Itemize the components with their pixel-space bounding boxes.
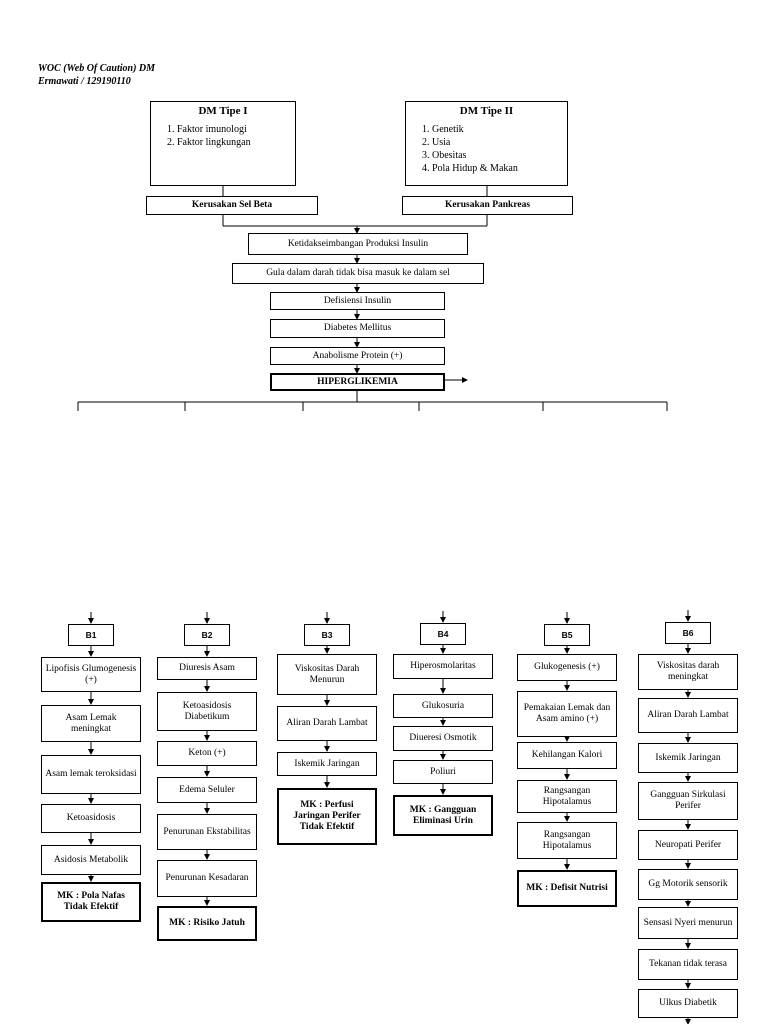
branch-b2-step: Penurunan Ekstabilitas bbox=[157, 814, 257, 850]
branch-b4-step: Poliuri bbox=[393, 760, 493, 784]
branch-b6-step: Ulkus Diabetik bbox=[638, 989, 738, 1018]
branch-b6-step: Gg Motorik sensorik bbox=[638, 869, 738, 900]
branch-b6-step: Gangguan Sirkulasi Perifer bbox=[638, 782, 738, 820]
dm-type1-box: DM Tipe I Faktor imunologi Faktor lingku… bbox=[150, 101, 296, 186]
branch-b1-step: Asidosis Metabolik bbox=[41, 845, 141, 875]
dm-type2-item: Pola Hidup & Makan bbox=[432, 162, 561, 175]
diabetes-mellitus-box: Diabetes Mellitus bbox=[270, 319, 445, 338]
branch-b2-step: Ketoasidosis Diabetikum bbox=[157, 692, 257, 731]
branch-b2-step: Edema Seluler bbox=[157, 777, 257, 803]
branch-b4-diagnosis: MK : Gangguan Eliminasi Urin bbox=[393, 795, 493, 836]
branch-b6-step: Tekanan tidak terasa bbox=[638, 949, 738, 980]
dm-type1-item: Faktor imunologi bbox=[177, 123, 289, 136]
branch-b6-step: Aliran Darah Lambat bbox=[638, 698, 738, 733]
branch-b5-step: Pemakaian Lemak dan Asam amino (+) bbox=[517, 691, 617, 737]
branch-b6-step: Neuropati Perifer bbox=[638, 830, 738, 860]
branch-b2-step: Diuresis Asam bbox=[157, 657, 257, 680]
anabolisme-protein-box: Anabolisme Protein (+) bbox=[270, 347, 445, 365]
branch-b1-step: Ketoasidosis bbox=[41, 804, 141, 833]
branch-b2-diagnosis: MK : Risiko Jatuh bbox=[157, 906, 257, 941]
defisiensi-insulin-box: Defisiensi Insulin bbox=[270, 292, 445, 310]
branch-b5-diagnosis: MK : Defisit Nutrisi bbox=[517, 870, 617, 907]
branch-b4-step: Diueresi Osmotik bbox=[393, 726, 493, 751]
branch-b4-step: Hiperosmolaritas bbox=[393, 654, 493, 679]
branch-b6-step: Iskemik Jaringan bbox=[638, 743, 738, 773]
hiperglikemia-box: HIPERGLIKEMIA bbox=[270, 373, 445, 391]
ketidakseimbangan-box: Ketidakseimbangan Produksi Insulin bbox=[248, 233, 468, 255]
branch-b1-diagnosis: MK : Pola Nafas Tidak Efektif bbox=[41, 882, 141, 922]
branch-b3-step: Aliran Darah Lambat bbox=[277, 706, 377, 741]
branch-b5-step: Glukogenesis (+) bbox=[517, 654, 617, 681]
branch-b5-step: Kehilangan Kalori bbox=[517, 742, 617, 769]
gula-darah-box: Gula dalam darah tidak bisa masuk ke dal… bbox=[232, 263, 484, 284]
branch-b3-diagnosis: MK : Perfusi Jaringan Perifer Tidak Efek… bbox=[277, 788, 377, 845]
dm-type2-box: DM Tipe II Genetik Usia Obesitas Pola Hi… bbox=[405, 101, 568, 186]
branch-b4-step: Glukosuria bbox=[393, 694, 493, 718]
document-author: Ermawati / 129190110 bbox=[38, 76, 131, 87]
branch-b2-step: Penurunan Kesadaran bbox=[157, 860, 257, 897]
branch-b5-step: Rangsangan Hipotalamus bbox=[517, 822, 617, 859]
dm-type1-item: Faktor lingkungan bbox=[177, 136, 289, 149]
dm-type2-item: Obesitas bbox=[432, 149, 561, 162]
branch-b1-step: Asam Lemak meningkat bbox=[41, 705, 141, 742]
branch-b5-step: Rangsangan Hipotalamus bbox=[517, 780, 617, 813]
branch-b3-step: Viskositas Darah Menurun bbox=[277, 654, 377, 695]
branch-b2-head: B2 bbox=[184, 624, 230, 646]
dm-type2-item: Usia bbox=[432, 136, 561, 149]
branch-b3-head: B3 bbox=[304, 624, 350, 646]
kerusakan-pankreas-box: Kerusakan Pankreas bbox=[402, 196, 573, 215]
branch-b6-step: Viskositas darah meningkat bbox=[638, 654, 738, 690]
dm-type2-title: DM Tipe II bbox=[459, 105, 514, 117]
branch-b6-head: B6 bbox=[665, 622, 711, 644]
branch-b1-step: Lipofisis Glumogenesis (+) bbox=[41, 657, 141, 692]
kerusakan-sel-beta-box: Kerusakan Sel Beta bbox=[146, 196, 318, 215]
branch-b6-step: Sensasi Nyeri menurun bbox=[638, 907, 738, 939]
branch-b5-head: B5 bbox=[544, 624, 590, 646]
branch-b4-head: B4 bbox=[420, 623, 466, 645]
dm-type1-title: DM Tipe I bbox=[198, 105, 248, 117]
document-title: WOC (Web Of Caution) DM bbox=[38, 63, 156, 74]
branch-b3-step: Iskemik Jaringan bbox=[277, 752, 377, 776]
branch-b2-step: Keton (+) bbox=[157, 741, 257, 766]
branch-b1-head: B1 bbox=[68, 624, 114, 646]
dm-type2-item: Genetik bbox=[432, 123, 561, 136]
branch-b1-step: Asam lemak teroksidasi bbox=[41, 755, 141, 794]
